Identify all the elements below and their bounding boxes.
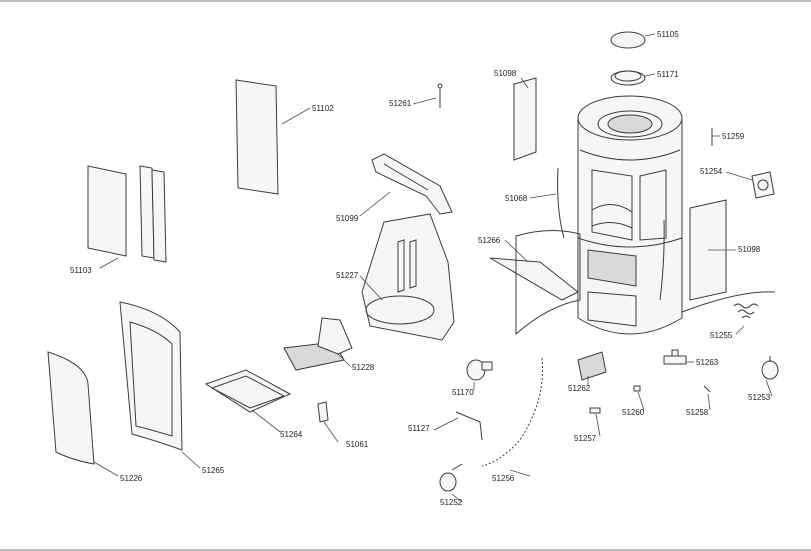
label-51099: 51099	[336, 214, 359, 223]
label-51171: 51171	[657, 70, 679, 79]
part-51068-seal-strip	[557, 167, 565, 239]
part-51257-screw	[589, 407, 601, 414]
label-51266: 51266	[478, 236, 501, 245]
label-51259: 51259	[722, 132, 745, 141]
label-51098-top: 51098	[494, 69, 517, 78]
part-51170-knob	[466, 359, 493, 381]
part-51264-tray	[204, 369, 292, 413]
label-51256: 51256	[492, 474, 515, 483]
rear-panel-edge	[659, 219, 665, 301]
part-51256-coil-spring	[481, 357, 543, 467]
part-51265-door	[119, 301, 183, 451]
part-51266-deflector-shelf	[489, 229, 581, 336]
part-51099-baffle-plate	[371, 153, 453, 215]
label-51253: 51253	[748, 393, 771, 402]
leader-lines	[93, 33, 773, 503]
label-51170: 51170	[452, 388, 474, 397]
part-51252-gear	[439, 463, 463, 492]
part-51098-side-panel-top	[513, 77, 537, 161]
top-border	[0, 0, 811, 2]
part-51127-lever-rod	[455, 411, 483, 441]
part-51227-firebox	[361, 213, 455, 341]
label-51262: 51262	[568, 384, 591, 393]
label-51061: 51061	[346, 440, 369, 449]
part-51253-foot	[761, 356, 779, 380]
stove-body	[577, 95, 683, 335]
label-51252: 51252	[440, 498, 463, 507]
label-51127: 51127	[408, 424, 430, 433]
part-51260-clip	[633, 385, 641, 392]
label-51257: 51257	[574, 434, 597, 443]
label-51255: 51255	[710, 331, 733, 340]
part-51255-spring	[733, 303, 759, 319]
label-51227: 51227	[336, 271, 359, 280]
bottom-border	[0, 549, 811, 551]
part-51228-ash-pan	[283, 317, 353, 371]
label-51265: 51265	[202, 466, 225, 475]
part-51061-clip	[317, 401, 329, 423]
label-51264: 51264	[280, 430, 303, 439]
part-51105-lid-disc	[610, 31, 646, 49]
base-contour-line	[681, 291, 776, 313]
label-51105: 51105	[657, 30, 679, 39]
part-51102-glass-panel	[235, 79, 279, 195]
part-51262-plate	[577, 351, 607, 381]
label-51261: 51261	[389, 99, 412, 108]
label-51263: 51263	[696, 358, 719, 367]
label-51260: 51260	[622, 408, 645, 417]
label-51068: 51068	[505, 194, 528, 203]
part-51171-collar-ring	[610, 70, 646, 86]
part-51226-curved-panel	[47, 351, 95, 465]
label-51098-right: 51098	[738, 245, 761, 254]
part-51261-pin	[437, 83, 443, 108]
label-51228: 51228	[352, 363, 375, 372]
label-51103: 51103	[70, 266, 92, 275]
part-51258-pin	[703, 385, 711, 393]
part-51103-glass-set	[87, 165, 167, 263]
label-51254: 51254	[700, 167, 723, 176]
label-51226: 51226	[120, 474, 143, 483]
part-51254-vent-cover	[751, 171, 775, 199]
label-51258: 51258	[686, 408, 709, 417]
label-51102: 51102	[312, 104, 334, 113]
part-51263-bracket	[663, 349, 687, 365]
